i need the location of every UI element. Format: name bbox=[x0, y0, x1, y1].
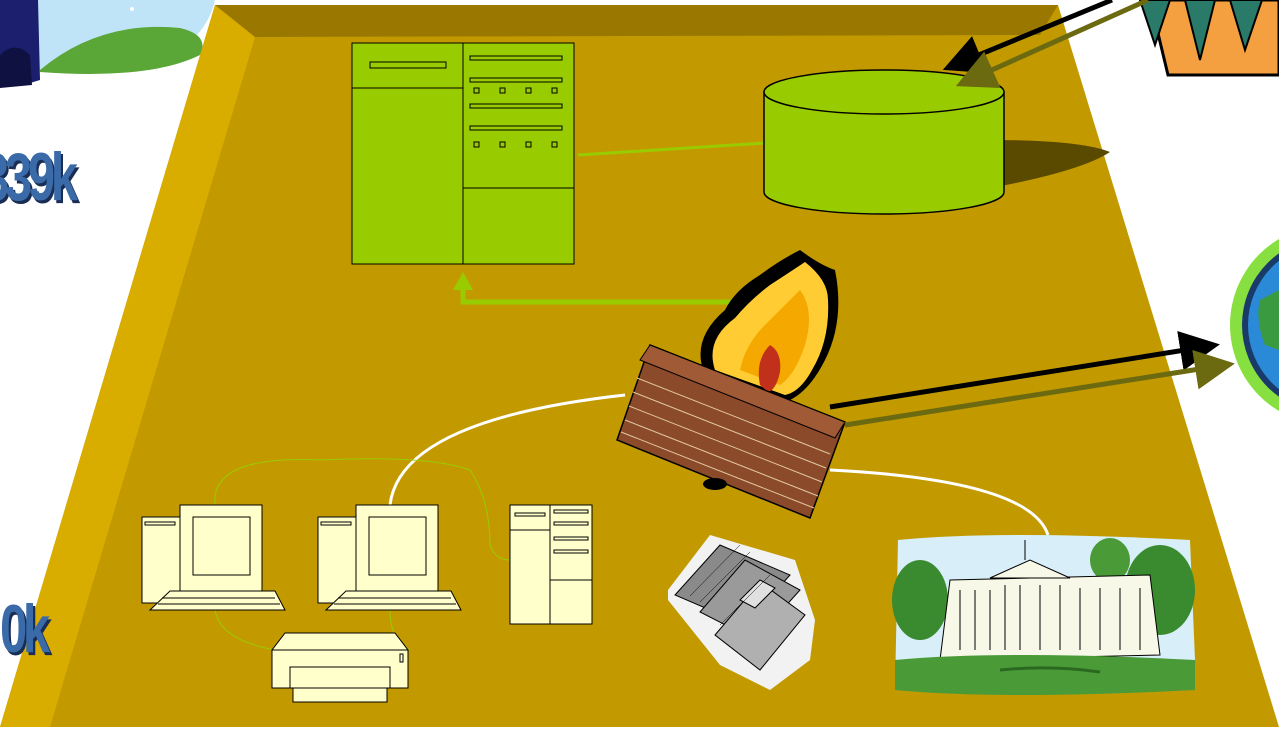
floppy-disks-icon bbox=[668, 535, 815, 690]
arrow-firewall-to-internet bbox=[829, 331, 1220, 410]
left-lower-label: 0k bbox=[0, 591, 50, 667]
building-clipart-icon bbox=[1138, 0, 1279, 77]
server-rack-icon bbox=[351, 42, 575, 265]
globe-icon bbox=[1230, 239, 1279, 411]
database-shadow bbox=[980, 140, 1110, 190]
firewall-icon bbox=[616, 344, 846, 519]
flame-icon bbox=[700, 250, 839, 400]
desktop-computer-icon bbox=[141, 504, 286, 611]
desktop-computer-icon bbox=[317, 504, 462, 611]
file-server-icon bbox=[509, 504, 593, 625]
left-upper-label: 339k bbox=[0, 139, 78, 215]
arrow-internet-to-firewall bbox=[844, 349, 1235, 428]
white-house-icon bbox=[892, 535, 1195, 695]
person-clipart-icon bbox=[0, 0, 215, 88]
network-cables bbox=[388, 393, 1050, 536]
database-cylinder-icon bbox=[763, 69, 1005, 215]
server-db-link bbox=[577, 141, 766, 157]
arrow-db-to-building bbox=[955, 0, 1150, 88]
printer-icon bbox=[270, 632, 410, 703]
